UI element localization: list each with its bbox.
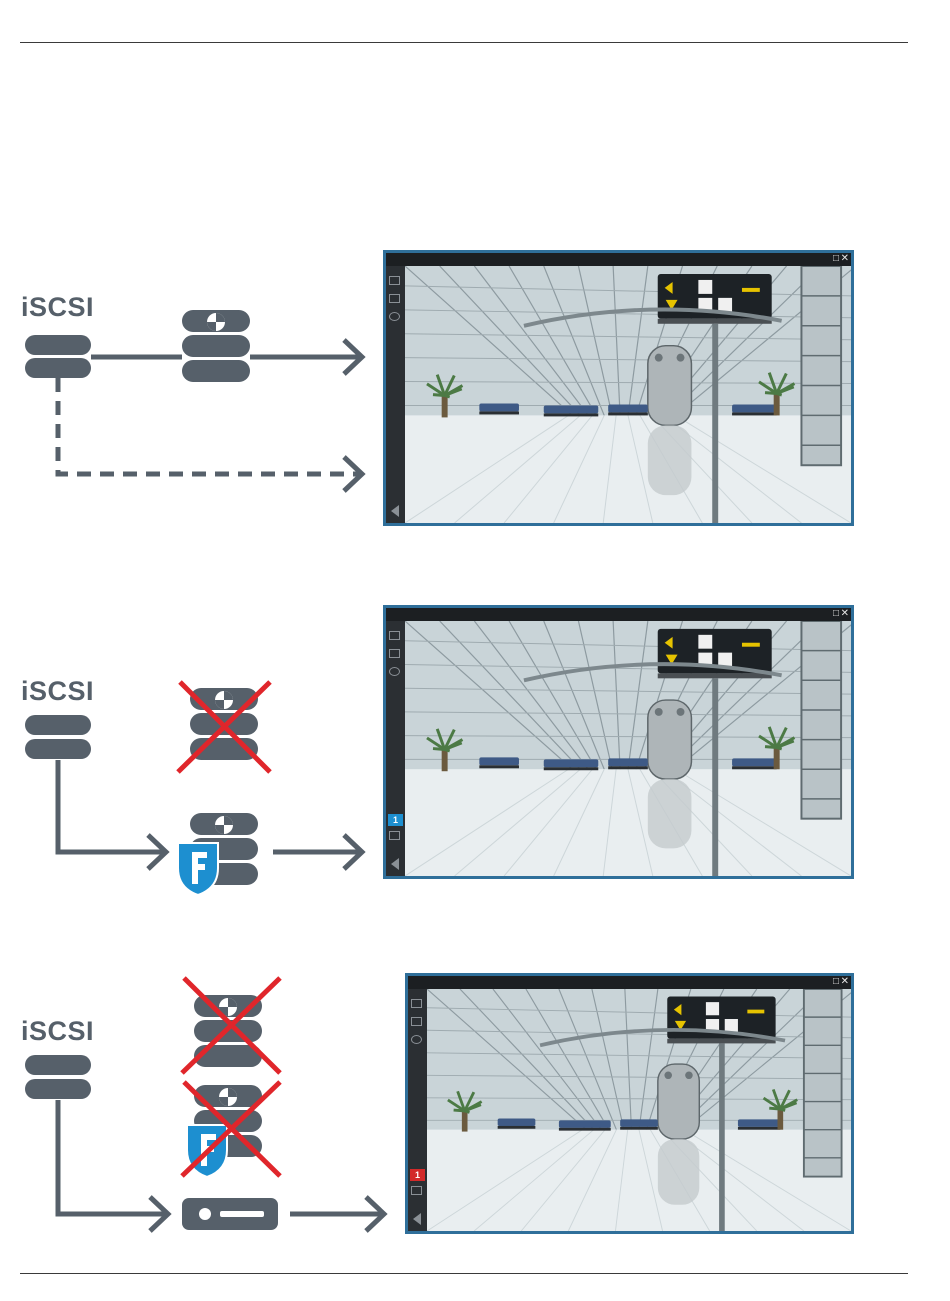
viewer-titlebar: [386, 253, 851, 266]
maximize-icon[interactable]: □: [833, 976, 839, 988]
maximize-icon[interactable]: □: [833, 608, 839, 620]
maximize-icon[interactable]: □: [833, 253, 839, 265]
arrow-icon: [58, 760, 166, 869]
panel-2-diagram: [0, 600, 380, 900]
failover-badge: 1: [388, 814, 403, 826]
camera-image: [427, 989, 851, 1231]
vrm-database-icon: [182, 310, 250, 382]
close-icon[interactable]: ✕: [841, 976, 849, 988]
ptz-icon[interactable]: [411, 1035, 422, 1044]
arrow-icon: [290, 1197, 384, 1231]
video-viewer[interactable]: □ ✕ 1: [405, 973, 854, 1234]
monitor-icon[interactable]: [389, 831, 400, 840]
snapshot-icon[interactable]: [389, 294, 400, 303]
viewer-sidebar: 1: [408, 989, 427, 1231]
panel-1-diagram: [0, 240, 380, 530]
snapshot-icon[interactable]: [411, 1017, 422, 1026]
layout-icon[interactable]: [411, 999, 422, 1008]
layout-icon[interactable]: [389, 276, 400, 285]
camera-image: [405, 621, 851, 876]
viewer-titlebar: [386, 608, 851, 621]
arrow-icon: [58, 1100, 168, 1231]
speaker-icon[interactable]: [391, 505, 399, 517]
viewer-sidebar: [386, 266, 405, 523]
viewer-titlebar: [408, 976, 851, 989]
failover-shield-icon: [178, 843, 218, 895]
speaker-icon[interactable]: [391, 858, 399, 870]
monitor-icon[interactable]: [411, 1186, 422, 1195]
camera-image: [405, 266, 851, 523]
direct-recording-badge: 1: [410, 1169, 425, 1181]
layout-icon[interactable]: [389, 631, 400, 640]
ptz-icon[interactable]: [389, 667, 400, 676]
close-icon[interactable]: ✕: [841, 253, 849, 265]
arrow-icon: [273, 835, 362, 869]
arrow-icon: [250, 340, 362, 374]
database-icon: [25, 335, 91, 378]
panel-3-diagram: [0, 960, 400, 1260]
snapshot-icon[interactable]: [389, 649, 400, 658]
database-icon: [25, 715, 91, 759]
video-viewer[interactable]: □ ✕: [383, 250, 854, 526]
dashed-arrow-icon: [58, 378, 362, 491]
viewer-sidebar: 1: [386, 621, 405, 876]
dvr-device-icon: [182, 1198, 278, 1230]
ptz-icon[interactable]: [389, 312, 400, 321]
database-icon: [25, 1055, 91, 1099]
close-icon[interactable]: ✕: [841, 608, 849, 620]
top-rule: [20, 42, 908, 43]
video-viewer[interactable]: □ ✕ 1: [383, 605, 854, 879]
bottom-rule: [20, 1273, 908, 1274]
speaker-icon[interactable]: [413, 1213, 421, 1225]
